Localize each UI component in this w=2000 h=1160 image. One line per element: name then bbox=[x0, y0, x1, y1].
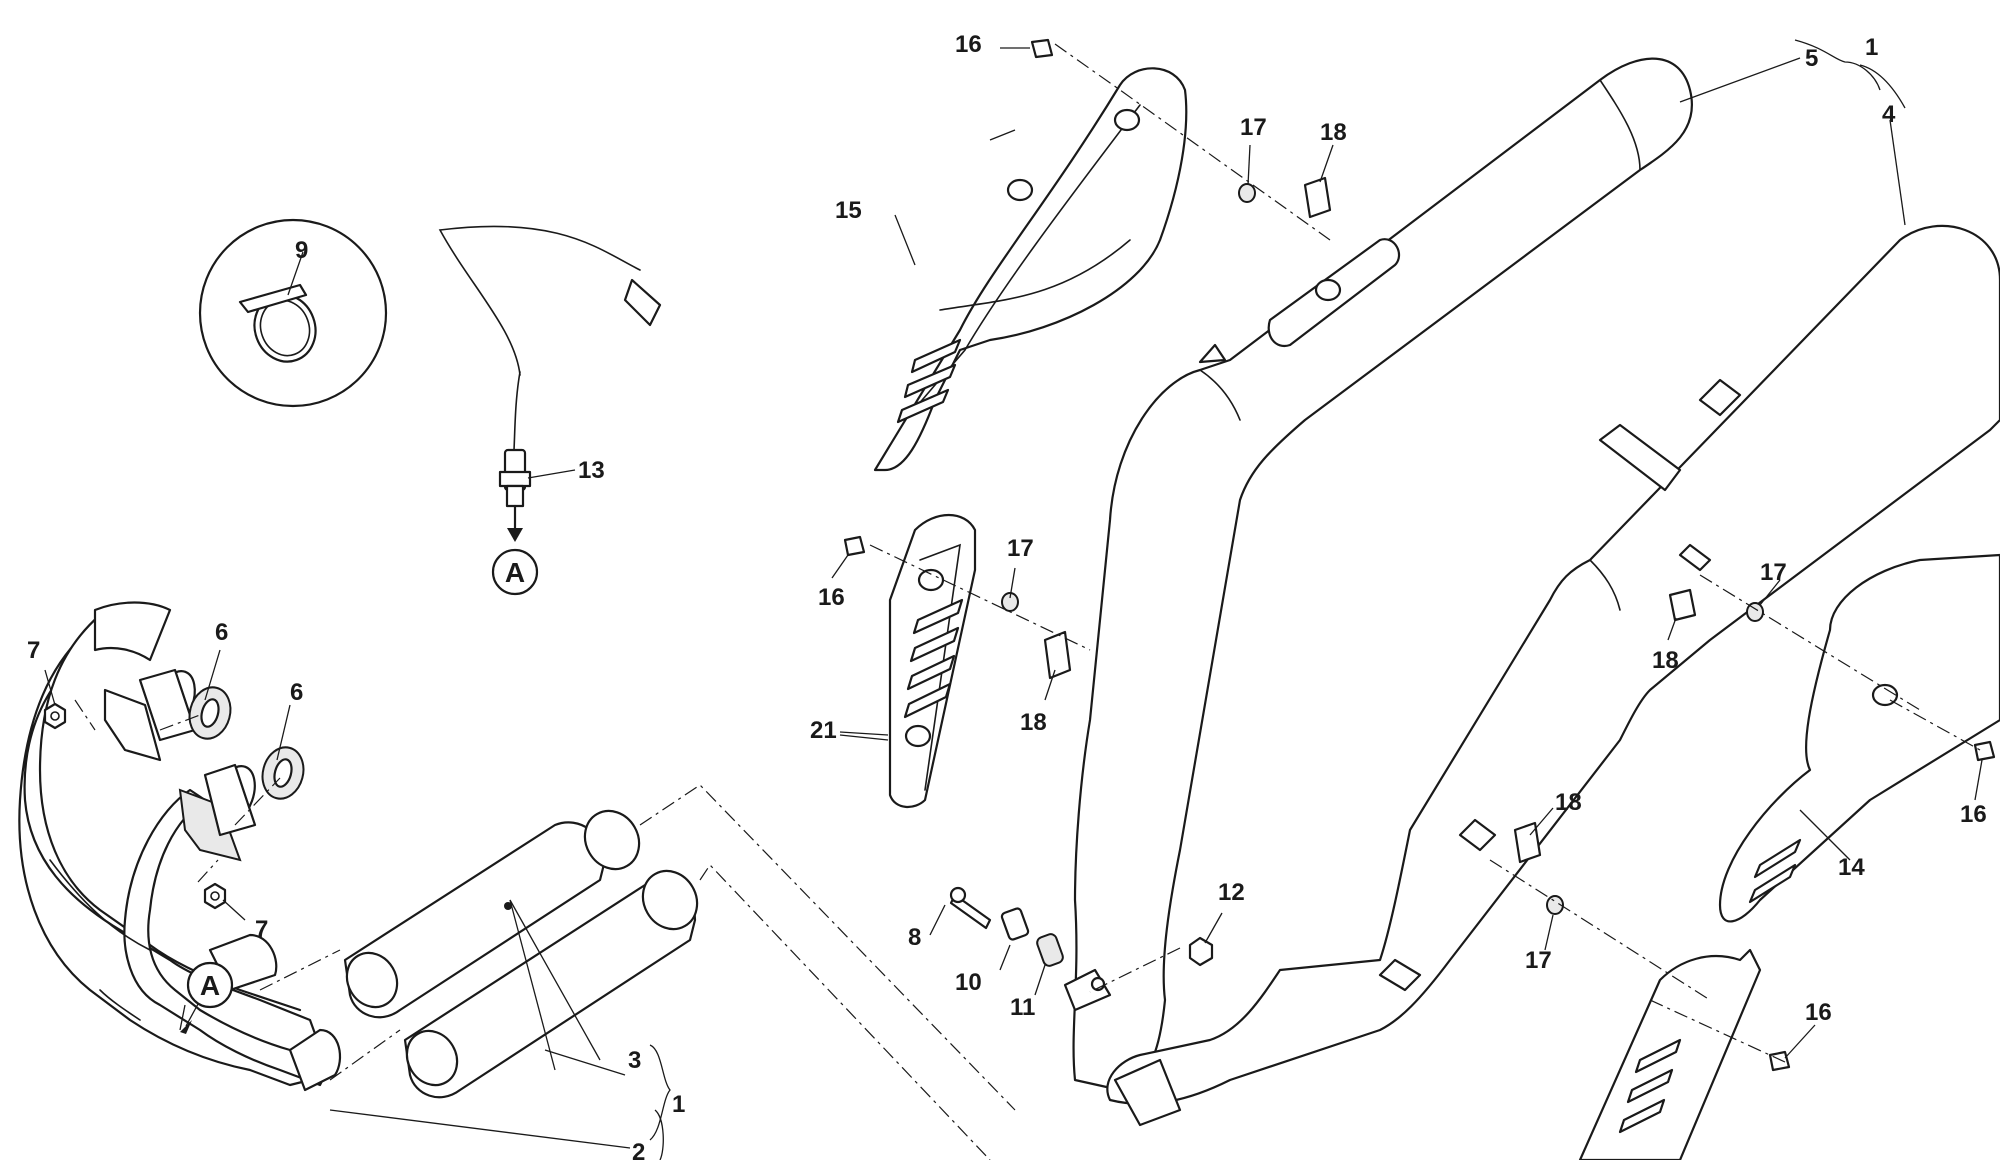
callout-18: 18 bbox=[1652, 647, 1679, 674]
heat-shield-rear bbox=[1718, 553, 2000, 923]
callout-labels: 1 5 4 16 17 18 15 9 13 17 16 18 21 7 6 6… bbox=[27, 31, 1987, 1160]
mounting-hardware bbox=[949, 886, 1214, 1012]
reference-mark-a-sensor: A bbox=[491, 548, 539, 596]
washers-clips-bolts bbox=[843, 38, 1996, 1072]
reference-letter: A bbox=[200, 970, 220, 1001]
callout-18: 18 bbox=[1320, 119, 1347, 146]
callout-17: 17 bbox=[1525, 947, 1552, 974]
callout-13: 13 bbox=[578, 457, 605, 484]
muffler-lower bbox=[1106, 224, 2000, 1127]
callout-21: 21 bbox=[810, 717, 837, 744]
heat-shield-upper bbox=[873, 67, 1188, 472]
exhaust-headers bbox=[18, 601, 342, 1092]
callout-17: 17 bbox=[1760, 559, 1787, 586]
callout-6: 6 bbox=[290, 679, 303, 706]
callout-6: 6 bbox=[215, 619, 228, 646]
callout-12: 12 bbox=[1218, 879, 1245, 906]
reference-mark-a-header: A bbox=[180, 961, 234, 1034]
reference-letter: A bbox=[505, 557, 525, 588]
callout-9: 9 bbox=[295, 237, 308, 264]
callout-1: 1 bbox=[1865, 34, 1878, 61]
callout-4: 4 bbox=[1882, 101, 1896, 128]
callout-18: 18 bbox=[1555, 789, 1582, 816]
flange-nuts bbox=[43, 702, 227, 910]
callout-7: 7 bbox=[255, 916, 268, 943]
callout-16: 16 bbox=[1805, 999, 1832, 1026]
callout-17: 17 bbox=[1240, 114, 1267, 141]
leader-lines bbox=[44, 39, 1983, 1160]
callout-1: 1 bbox=[672, 1091, 685, 1118]
callout-3: 3 bbox=[628, 1047, 641, 1074]
clamp-detail-inset bbox=[198, 218, 388, 408]
callout-18: 18 bbox=[1020, 709, 1047, 736]
lambda-sensor bbox=[438, 225, 662, 542]
callout-16: 16 bbox=[818, 584, 845, 611]
callout-2: 2 bbox=[632, 1139, 645, 1160]
assembly-dash-lines bbox=[74, 43, 1981, 1160]
mid-pipe-sections bbox=[343, 809, 699, 1099]
callout-8: 8 bbox=[908, 924, 921, 951]
callout-16: 16 bbox=[955, 31, 982, 58]
callout-5: 5 bbox=[1805, 45, 1818, 72]
callout-10: 10 bbox=[955, 969, 982, 996]
heat-shield-bottom bbox=[1578, 948, 1762, 1160]
callout-16: 16 bbox=[1960, 801, 1987, 828]
callout-11: 11 bbox=[1010, 994, 1035, 1021]
callout-17: 17 bbox=[1007, 535, 1034, 562]
callout-15: 15 bbox=[835, 197, 862, 224]
callout-14: 14 bbox=[1838, 854, 1865, 881]
muffler-upper bbox=[1072, 57, 1693, 1092]
callout-7: 7 bbox=[27, 637, 40, 664]
heat-shield-lower bbox=[888, 514, 977, 808]
